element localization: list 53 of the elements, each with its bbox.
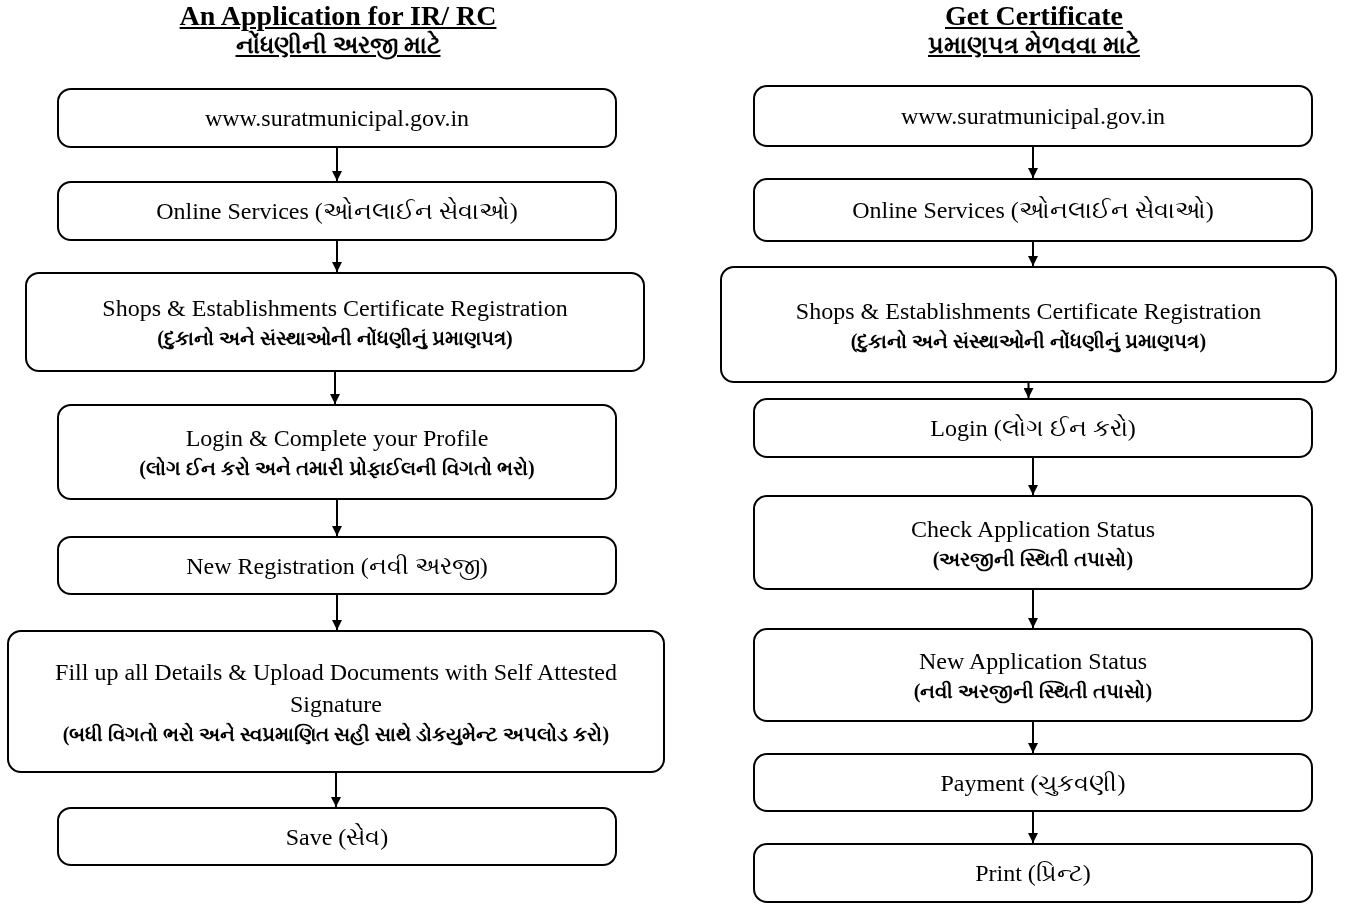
step-label: Save (સેવ) <box>285 822 389 852</box>
process-box <box>57 807 617 866</box>
step-label: (નવી અરજીની સ્થિતી તપાસો) <box>913 678 1153 705</box>
column-heading: નોંધણીની અરજી માટે <box>235 32 441 59</box>
step-label: Payment (ચુકવણી) <box>940 768 1126 798</box>
step-label: Login (લોગ ઈન કરો) <box>930 413 1136 443</box>
process-box <box>25 272 645 372</box>
step-label: Online Services (ઓનલાઈન સેવાઓ) <box>156 196 518 226</box>
arrow <box>332 499 342 537</box>
process-box <box>7 630 665 773</box>
arrow <box>332 594 342 631</box>
process-box <box>753 85 1313 147</box>
process-box <box>57 181 617 241</box>
step-label: Shops & Establishments Certificate Registration <box>795 296 1262 326</box>
step-label: (દુકાનો અને સંસ્થાઓની નોંધણીનું પ્રમાણપત્ર) <box>850 328 1207 355</box>
process-box <box>753 178 1313 242</box>
step-label: Login & Complete your Profile <box>185 424 489 453</box>
arrow <box>331 772 341 808</box>
step-label: New Application Status <box>919 647 1147 676</box>
step-label: Online Services (ઓનલાઈન સેવાઓ) <box>852 195 1214 225</box>
arrow <box>1028 589 1038 629</box>
step-label: (દુકાનો અને સંસ્થાઓની નોંધણીનું પ્રમાણપત્ર) <box>157 325 513 352</box>
arrow <box>330 371 340 405</box>
column-heading: પ્રમાણપત્ર મેળવવા માટે <box>928 32 1140 59</box>
column-heading: Get Certificate <box>945 0 1123 31</box>
process-box <box>57 536 617 595</box>
step-label: (બધી વિગતો ભરો અને સ્વપ્રમાણિત સહી સાથે ડોકયુમેન્ટ અપલોડ કરો) <box>62 721 610 748</box>
process-box <box>753 843 1313 903</box>
step-label: Shops & Establishments Certificate Registration <box>102 294 568 323</box>
arrow <box>332 147 342 182</box>
process-box <box>753 495 1313 590</box>
arrow <box>1028 721 1038 754</box>
step-label: Print (પ્રિન્ટ) <box>975 859 1091 888</box>
arrow <box>1028 457 1038 496</box>
arrow <box>1028 811 1038 844</box>
arrow <box>332 240 342 273</box>
arrow <box>1028 146 1038 179</box>
step-label: Check Application Status <box>911 514 1155 544</box>
step-label: www.suratmunicipal.gov.in <box>900 102 1166 131</box>
process-box <box>57 88 617 148</box>
step-label: New Registration (નવી અરજી) <box>186 551 488 582</box>
process-box <box>753 753 1313 812</box>
column-heading: An Application for IR/ RC <box>179 0 497 31</box>
step-label: (અરજીની સ્થિતી તપાસો) <box>932 546 1134 573</box>
process-box <box>720 266 1337 383</box>
process-box <box>753 398 1313 458</box>
process-box <box>753 628 1313 722</box>
step-label: Fill up all Details & Upload Documents with Self Attested Signature <box>54 657 618 719</box>
process-box <box>57 404 617 500</box>
step-label: (લોગ ઈન કરો અને તમારી પ્રોફાઈલની વિગતો ભરો) <box>139 455 535 481</box>
step-label: www.suratmunicipal.gov.in <box>204 104 470 133</box>
arrow <box>1023 382 1034 399</box>
arrow <box>1028 241 1038 267</box>
